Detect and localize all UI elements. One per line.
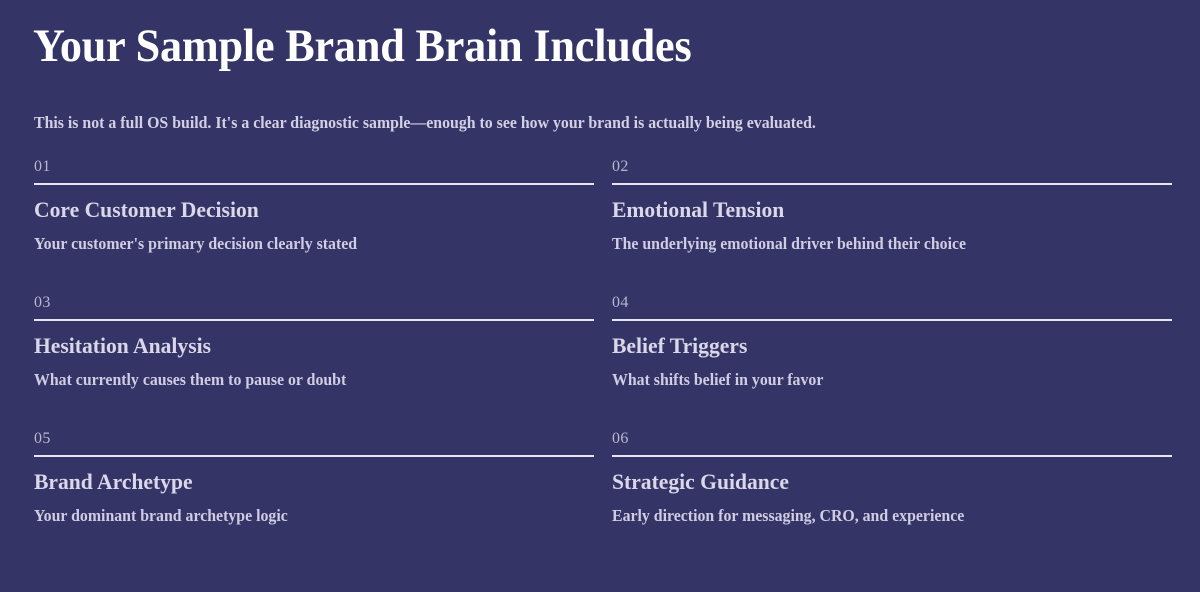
includes-item-06: 06 Strategic Guidance Early direction fo… <box>612 422 1172 558</box>
item-title: Hesitation Analysis <box>34 333 212 358</box>
page-subtitle: This is not a full OS build. It's a clea… <box>34 113 816 132</box>
includes-item-02: 02 Emotional Tension The underlying emot… <box>612 150 1172 286</box>
includes-item-05: 05 Brand Archetype Your dominant brand a… <box>34 422 594 558</box>
item-title: Emotional Tension <box>612 197 785 222</box>
item-title: Belief Triggers <box>612 333 748 358</box>
item-title: Core Customer Decision <box>34 197 259 222</box>
item-number: 01 <box>34 158 51 175</box>
includes-item-01: 01 Core Customer Decision Your customer'… <box>34 150 594 286</box>
item-divider <box>612 455 1172 457</box>
item-number: 02 <box>612 158 629 175</box>
item-description: The underlying emotional driver behind t… <box>612 234 967 253</box>
includes-item-03: 03 Hesitation Analysis What currently ca… <box>34 286 594 422</box>
includes-item-04: 04 Belief Triggers What shifts belief in… <box>612 286 1172 422</box>
item-description: Your dominant brand archetype logic <box>34 506 288 525</box>
item-number: 05 <box>34 430 51 447</box>
item-title: Brand Archetype <box>34 469 193 494</box>
includes-items-grid: 01 Core Customer Decision Your customer'… <box>34 150 1172 558</box>
page-title: Your Sample Brand Brain Includes <box>33 20 692 72</box>
item-number: 06 <box>612 430 629 447</box>
item-description: Your customer's primary decision clearly… <box>34 234 358 253</box>
item-divider <box>34 183 594 185</box>
item-divider <box>34 319 594 321</box>
item-title: Strategic Guidance <box>612 469 789 494</box>
item-description: What currently causes them to pause or d… <box>34 370 347 389</box>
item-divider <box>612 183 1172 185</box>
item-description: Early direction for messaging, CRO, and … <box>612 506 965 525</box>
item-number: 03 <box>34 294 51 311</box>
item-divider <box>612 319 1172 321</box>
item-number: 04 <box>612 294 629 311</box>
item-description: What shifts belief in your favor <box>612 370 824 389</box>
item-divider <box>34 455 594 457</box>
